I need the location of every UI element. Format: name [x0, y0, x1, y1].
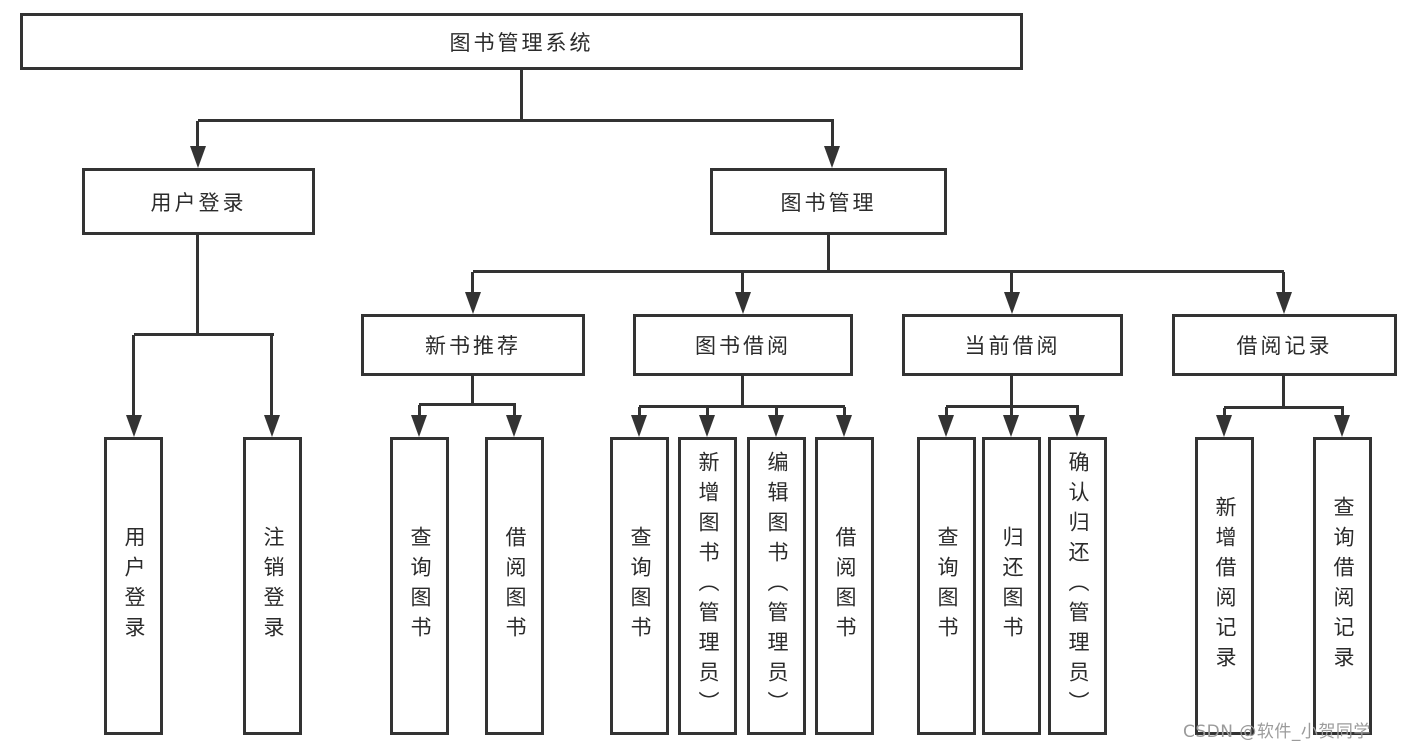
connector-hline [639, 405, 845, 408]
watermark-text: CSDN @软件_小贺同学 [1183, 722, 1371, 742]
leaf-query-books-recommend: 查询图书 [390, 437, 449, 735]
connector-vline [471, 376, 474, 405]
leaf-edit-books-admin: 编辑图书（管理员） [747, 437, 806, 735]
arrow-down-icon [938, 415, 954, 437]
connector-vline [831, 121, 834, 147]
connector-vline [1076, 407, 1079, 415]
connector-hline [419, 403, 516, 406]
leaf-query-books-borrowing: 查询图书 [610, 437, 669, 735]
node-book-borrowing: 图书借阅 [633, 314, 853, 376]
node-book-management: 图书管理 [710, 168, 947, 235]
connector-vline [418, 405, 421, 415]
arrow-down-icon [1276, 292, 1292, 314]
arrow-down-icon [1216, 415, 1232, 437]
leaf-confirm-return-admin: 确认归还（管理员） [1048, 437, 1107, 735]
arrow-down-icon [631, 415, 647, 437]
leaf-borrow-books-recommend: 借阅图书 [485, 437, 544, 735]
connector-vline [843, 407, 846, 415]
arrow-down-icon [699, 415, 715, 437]
leaf-query-books-current: 查询图书 [917, 437, 976, 735]
connector-hline [946, 405, 1079, 408]
leaf-return-books: 归还图书 [982, 437, 1041, 735]
leaf-add-books-admin: 新增图书（管理员） [678, 437, 737, 735]
connector-hline [134, 333, 274, 336]
leaf-query-borrow-record: 查询借阅记录 [1313, 437, 1372, 735]
node-borrowing-records: 借阅记录 [1172, 314, 1397, 376]
arrow-down-icon [126, 415, 142, 437]
connector-vline [706, 407, 709, 415]
arrow-down-icon [735, 292, 751, 314]
node-current-borrowing: 当前借阅 [902, 314, 1123, 376]
arrow-down-icon [506, 415, 522, 437]
connector-vline [132, 335, 135, 415]
arrow-down-icon [411, 415, 427, 437]
node-new-book-recommendation: 新书推荐 [361, 314, 585, 376]
leaf-borrow-books: 借阅图书 [815, 437, 874, 735]
leaf-logout: 注销登录 [243, 437, 302, 735]
connector-vline [1341, 408, 1344, 415]
connector-vline [945, 407, 948, 415]
connector-vline [1223, 408, 1226, 415]
connector-vline [1010, 272, 1013, 292]
connector-hline [1224, 406, 1344, 409]
connector-vline [1282, 272, 1285, 292]
connector-vline [1010, 407, 1013, 415]
connector-vline [520, 70, 523, 121]
arrow-down-icon [768, 415, 784, 437]
connector-vline [741, 376, 744, 407]
arrow-down-icon [836, 415, 852, 437]
connector-vline [1010, 376, 1013, 407]
connector-vline [196, 121, 199, 147]
leaf-user-login: 用户登录 [104, 437, 163, 735]
arrow-down-icon [264, 415, 280, 437]
connector-vline [827, 235, 830, 272]
connector-vline [471, 272, 474, 292]
connector-vline [638, 407, 641, 415]
connector-vline [513, 405, 516, 415]
arrow-down-icon [465, 292, 481, 314]
arrow-down-icon [824, 146, 840, 168]
connector-vline [196, 235, 199, 335]
arrow-down-icon [1334, 415, 1350, 437]
connector-hline [198, 119, 834, 122]
leaf-add-borrow-record: 新增借阅记录 [1195, 437, 1254, 735]
connector-vline [1282, 376, 1285, 408]
connector-hline [473, 270, 1284, 273]
arrow-down-icon [190, 146, 206, 168]
node-user-login: 用户登录 [82, 168, 315, 235]
connector-vline [741, 272, 744, 292]
arrow-down-icon [1069, 415, 1085, 437]
arrow-down-icon [1003, 415, 1019, 437]
connector-vline [775, 407, 778, 415]
node-library-management-system: 图书管理系统 [20, 13, 1023, 70]
arrow-down-icon [1004, 292, 1020, 314]
connector-vline [270, 335, 273, 415]
